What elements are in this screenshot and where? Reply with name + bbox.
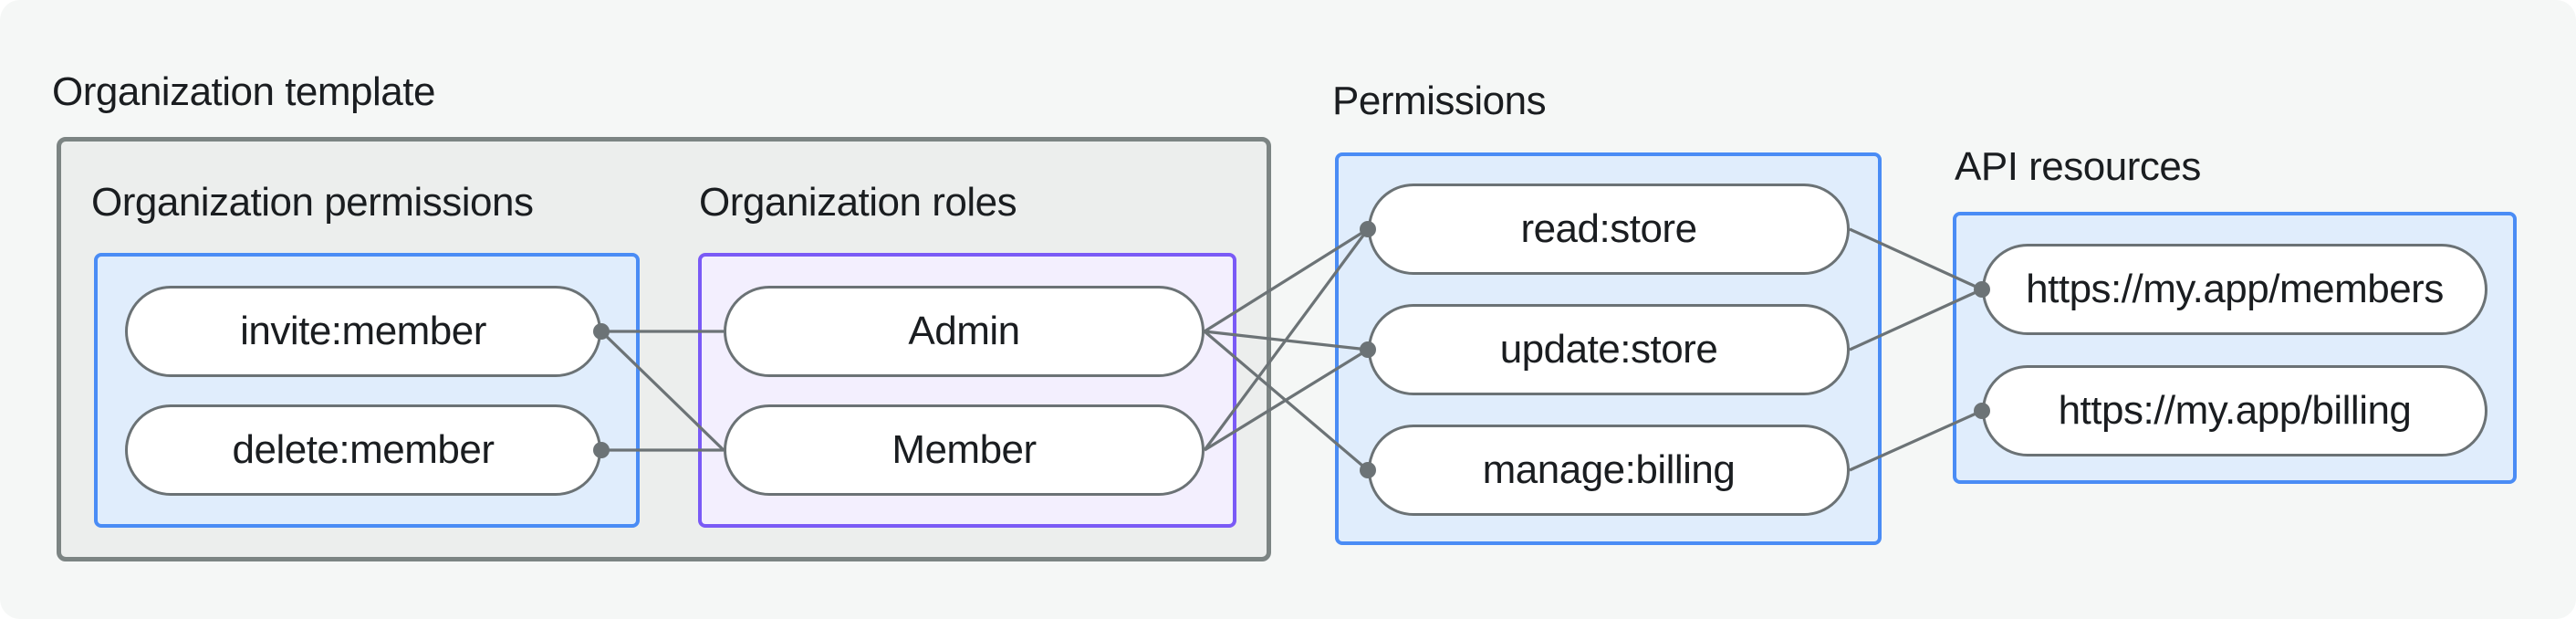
- node-admin: Admin: [724, 286, 1205, 377]
- permissions-label: Permissions: [1332, 79, 1547, 123]
- node-member: Member: [724, 404, 1205, 496]
- node-update: update:store: [1368, 304, 1850, 395]
- node-billing: https://my.app/billing: [1982, 365, 2487, 456]
- organization-roles-label: Organization roles: [699, 180, 1017, 225]
- node-read: read:store: [1368, 184, 1850, 275]
- api-resources-label: API resources: [1955, 144, 2201, 189]
- node-members: https://my.app/members: [1982, 244, 2487, 335]
- node-delete: delete:member: [125, 404, 601, 496]
- node-manage: manage:billing: [1368, 425, 1850, 516]
- node-invite: invite:member: [125, 286, 601, 377]
- organization-template-label: Organization template: [52, 69, 435, 114]
- organization-permissions-label: Organization permissions: [91, 180, 534, 225]
